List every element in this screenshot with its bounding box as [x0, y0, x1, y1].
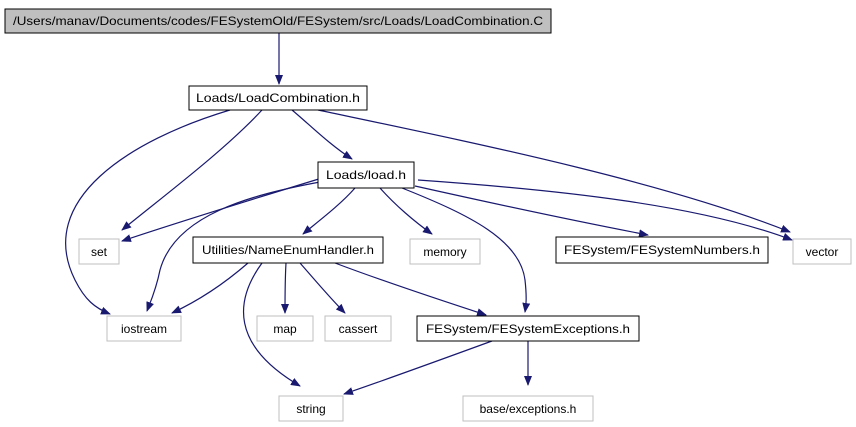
edge-nameenum-to-string — [242, 262, 301, 387]
node-set[interactable]: set — [78, 238, 120, 265]
node-map-label: map — [273, 322, 297, 336]
node-nameenum[interactable]: Utilities/NameEnumHandler.h — [192, 236, 384, 264]
edge-loadcombination-h-to-set — [121, 109, 263, 231]
node-root-label: /Users/manav/Documents/codes/FESystemOld… — [13, 14, 543, 28]
edges — [65, 33, 793, 395]
edge-feexc-to-string — [343, 340, 493, 395]
node-root[interactable]: /Users/manav/Documents/codes/FESystemOld… — [4, 8, 552, 34]
node-load-h-label: Loads/load.h — [326, 168, 406, 182]
node-baseexc-label: base/exceptions.h — [480, 402, 577, 416]
edge-load-h-to-set — [121, 177, 323, 242]
edge-load-h-to-memory — [379, 187, 433, 235]
node-loadcombination-h-label: Loads/LoadCombination.h — [196, 91, 360, 105]
edge-load-h-to-feexc — [401, 187, 531, 313]
node-memory[interactable]: memory — [409, 238, 481, 265]
edge-loadcombination-h-to-load-h — [291, 109, 353, 160]
node-baseexc[interactable]: base/exceptions.h — [462, 395, 594, 422]
edge-loadcombination-h-to-vector — [317, 109, 791, 233]
node-feexc-label: FESystem/FESystemExceptions.h — [426, 322, 630, 336]
edge-nameenum-to-cassert — [299, 262, 346, 314]
node-vector[interactable]: vector — [792, 238, 852, 265]
edge-load-h-to-fenumbers — [414, 185, 649, 238]
edge-loadcombination-h-to-iostream — [65, 109, 231, 315]
node-set-label: set — [91, 245, 108, 259]
edge-nameenum-to-feexc — [334, 262, 487, 317]
node-iostream[interactable]: iostream — [106, 315, 182, 342]
edge-load-h-to-nameenum — [302, 187, 356, 235]
node-iostream-label: iostream — [121, 322, 167, 336]
node-nameenum-label: Utilities/NameEnumHandler.h — [202, 243, 374, 257]
node-fenumbers-label: FESystem/FESystemNumbers.h — [564, 243, 760, 257]
node-loadcombination-h[interactable]: Loads/LoadCombination.h — [188, 85, 368, 111]
node-string-label: string — [296, 402, 325, 416]
node-cassert[interactable]: cassert — [324, 315, 392, 342]
edge-load-h-to-vector — [417, 179, 793, 241]
edge-nameenum-to-iostream — [171, 262, 249, 314]
node-load-h[interactable]: Loads/load.h — [317, 161, 415, 189]
edge-load-h-to-iostream — [146, 181, 321, 312]
node-map[interactable]: map — [256, 315, 314, 342]
edge-nameenum-to-map — [281, 262, 290, 314]
node-memory-label: memory — [423, 245, 466, 259]
node-feexc[interactable]: FESystem/FESystemExceptions.h — [416, 315, 640, 342]
node-string[interactable]: string — [278, 395, 344, 422]
node-cassert-label: cassert — [339, 322, 378, 336]
node-vector-label: vector — [806, 245, 839, 259]
node-fenumbers[interactable]: FESystem/FESystemNumbers.h — [555, 236, 769, 264]
